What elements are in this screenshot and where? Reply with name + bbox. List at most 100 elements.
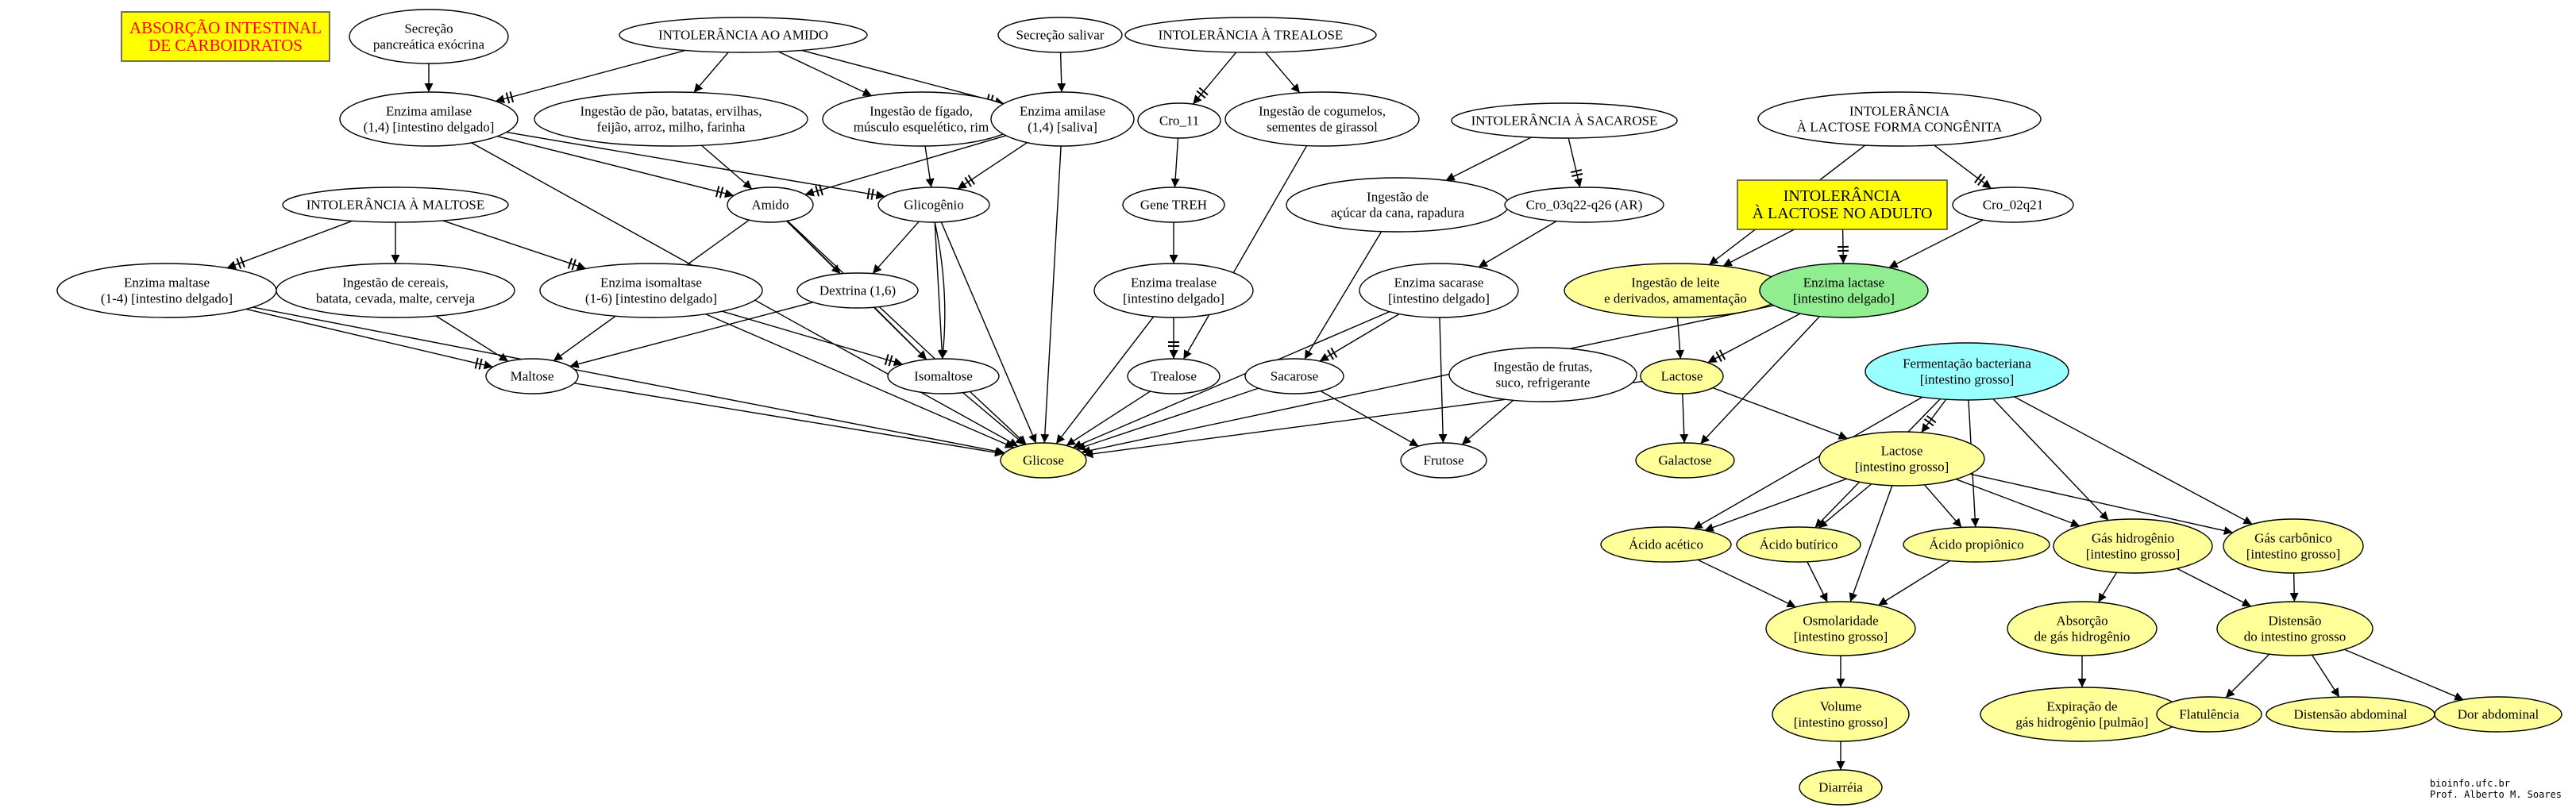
edge-line <box>226 220 353 269</box>
node-trealose: Trealose <box>1127 358 1221 394</box>
edge-line <box>1712 387 1848 440</box>
node-dextrina: Dextrina (1,6) <box>796 272 919 309</box>
edge-line <box>787 220 1027 445</box>
node-enzima-sacarase: Enzima sacarase[intestino delgado] <box>1359 263 1519 318</box>
node-label-line: Enzima amilase <box>1020 104 1105 119</box>
edge-line <box>804 135 1007 197</box>
edge-enzima-lactase-to-glicose <box>1081 305 1774 455</box>
edge-line <box>693 52 729 93</box>
edge-line <box>1066 391 1151 446</box>
edge-line <box>569 302 813 368</box>
edge-line <box>1878 560 1951 606</box>
node-label-line: (1-4) [intestino delgado] <box>101 291 233 306</box>
node-label-line: Dextrina (1,6) <box>819 283 896 298</box>
node-distensao-abd: Distensão abdominal <box>2266 696 2435 733</box>
inhibition-tick <box>1718 349 1726 360</box>
edge-line <box>1807 561 1828 602</box>
node-label-line: Gás hidrogênio <box>2092 531 2174 546</box>
edge-ingestao-acucar-to-sacarose <box>1304 231 1382 360</box>
node-intol-sacarose: INTOLERÂNCIA À SACAROSE <box>1451 102 1678 139</box>
node-label-line: Gás carbônico <box>2254 531 2332 546</box>
node-glicogenio: Glicogênio <box>877 187 990 223</box>
edge-line <box>1182 145 1308 360</box>
edge-ingestao-cogumelos-to-trealose <box>1182 145 1308 360</box>
node-ellipse <box>1818 431 1985 487</box>
node-label-line: açúcar da cana, rapadura <box>1331 206 1464 221</box>
footer-credits: bioinfo.ufc.br Prof. Alberto M. Soares <box>2430 778 2562 800</box>
node-label-line: Cro_11 <box>1159 114 1199 129</box>
edge-line <box>2225 653 2270 698</box>
edge-secrecao-salivar-to-enzima-amilase-sal <box>1057 52 1066 93</box>
inhibition-tick <box>1571 172 1583 178</box>
edges-layer <box>226 49 2464 770</box>
node-label-line: Enzima sacarase <box>1394 275 1484 290</box>
node-box <box>1737 179 1948 230</box>
node-label-line: Frutose <box>1424 453 1464 468</box>
edge-enzima-amilase-sal-to-glicose <box>1040 145 1062 444</box>
node-label-line: de gás hidrogênio <box>2034 629 2131 644</box>
edge-line <box>1057 52 1066 93</box>
node-label-line: Amido <box>751 198 789 213</box>
node-ellipse <box>1772 687 1910 742</box>
edge-gas-hidrogenio-to-absorcao-h2 <box>2097 571 2118 603</box>
inhibition-tick <box>571 259 577 271</box>
edge-line <box>1478 221 1557 268</box>
edge-lactose-ig-to-gas-hidrogenio <box>1955 479 2080 527</box>
edge-ingestao-figado-to-glicogenio <box>924 145 935 188</box>
node-ellipse <box>2007 601 2158 656</box>
node-ellipse <box>1224 91 1420 147</box>
node-box <box>121 11 330 62</box>
inhibition-tick <box>1926 415 1937 424</box>
node-label-line: Glicose <box>1023 453 1064 468</box>
node-ellipse <box>1903 526 2050 563</box>
node-ellipse <box>1137 102 1221 139</box>
node-cro-11: Cro_11 <box>1137 102 1221 139</box>
edge-line <box>872 221 920 275</box>
node-label-line: Maltose <box>511 369 554 384</box>
edge-glicogenio-to-glicose <box>940 221 1037 444</box>
node-ellipse <box>619 17 868 53</box>
inhibition-tick <box>1923 418 1934 427</box>
node-ellipse <box>1865 342 2069 401</box>
edge-line <box>801 49 1005 106</box>
edge-line <box>1072 311 1390 448</box>
node-label-line: Osmolaridade <box>1803 614 1878 629</box>
node-label-line: Ácido propiônico <box>1929 537 2023 552</box>
edge-line <box>495 49 686 103</box>
edge-enzima-amilase-sal-to-amido <box>804 135 1007 197</box>
edge-enzima-trealase-to-glicose <box>1055 316 1155 444</box>
node-fermentacao: Fermentação bacteriana[intestino grosso] <box>1865 342 2069 401</box>
edge-line <box>2097 571 2118 603</box>
edge-enzima-lactase-to-galactose <box>1700 316 1821 444</box>
edge-intol-sacarose-to-ingestao-acucar <box>1445 137 1532 181</box>
edge-line <box>1676 317 1685 360</box>
inhibition-tick <box>567 257 573 269</box>
edge-intol-lactose-adulto-to-enzima-lactase <box>1837 229 1849 264</box>
inhibition-tick <box>1330 347 1338 358</box>
node-gene-treh: Gene TREH <box>1122 187 1225 223</box>
node-label-line: INTOLERÂNCIA AO AMIDO <box>658 28 828 43</box>
node-ellipse <box>1400 442 1487 479</box>
node-label-line: Diarréia <box>1818 780 1863 795</box>
inhibition-tick <box>719 187 724 198</box>
node-intol-amido: INTOLERÂNCIA AO AMIDO <box>619 17 868 53</box>
node-ellipse <box>282 187 509 223</box>
node-label-line: Trealose <box>1151 369 1197 384</box>
edge-line <box>1081 305 1774 455</box>
node-ellipse <box>990 91 1135 147</box>
edge-cro-11-to-gene-treh <box>1170 137 1180 188</box>
node-ellipse <box>1765 601 1916 656</box>
node-label-line: Gene TREH <box>1140 198 1207 213</box>
node-ellipse <box>1759 263 1929 318</box>
node-lactose: Lactose <box>1640 358 1724 394</box>
edge-line <box>1888 219 1984 268</box>
inhibition-tick <box>1196 90 1206 99</box>
edge-dextrina-to-isomaltose <box>873 306 927 360</box>
edge-enzima-amilase-int-to-glicogenio <box>506 131 885 200</box>
node-label-line: do intestino grosso <box>2244 629 2346 644</box>
edge-line <box>1722 229 1795 267</box>
edge-intol-lactose-adulto-to-ingestao-leite <box>1722 229 1795 267</box>
edge-line <box>940 221 1037 444</box>
node-label-line: Cro_03q22-q26 (AR) <box>1526 198 1643 213</box>
